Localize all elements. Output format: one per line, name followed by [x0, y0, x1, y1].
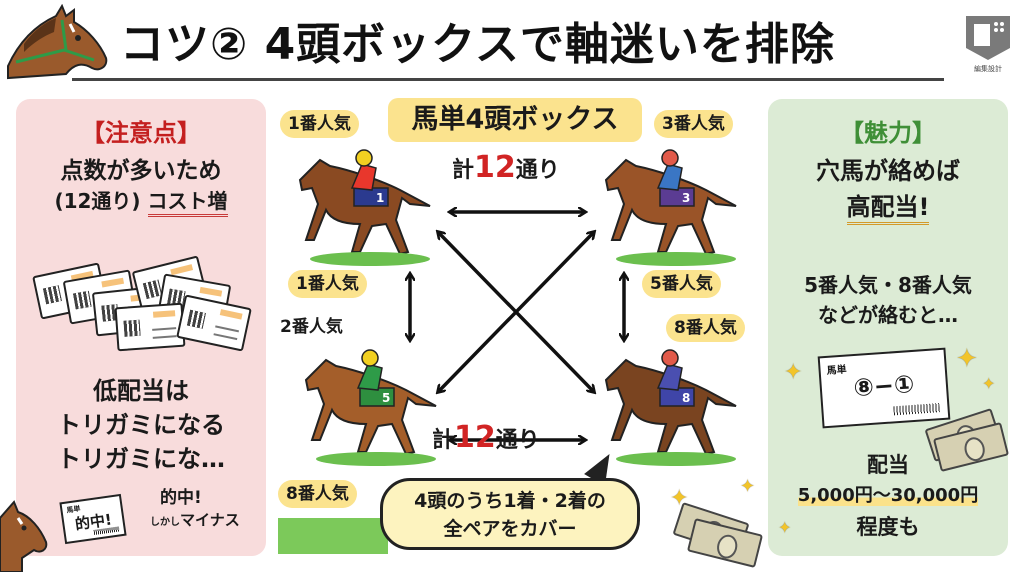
caution-line-4: トリガミになる — [57, 411, 225, 439]
caution-cost-increase: コスト増 — [147, 189, 228, 217]
banknote-icon — [686, 518, 764, 568]
popularity-label-2: 2番人気 — [280, 317, 343, 337]
total-prefix: 計 — [432, 428, 455, 453]
total-combinations-bottom: 計12通り — [432, 420, 540, 455]
grass-strip — [278, 518, 388, 554]
svg-text:3: 3 — [682, 191, 690, 205]
horse-8-illustration: 8 — [596, 340, 746, 466]
box-bet-title: 馬単4頭ボックス — [388, 98, 642, 142]
hit-label: 的中! — [160, 488, 202, 508]
popularity-badge-1-sub: 1番人気 — [288, 270, 367, 298]
total-suffix: 通り — [515, 158, 560, 183]
total-number: 12 — [454, 420, 496, 455]
horse-head-icon — [7, 4, 108, 80]
horse-3-illustration: 3 — [596, 140, 746, 266]
caution-line-1: 点数が多いため — [60, 158, 222, 184]
racehorse-icon: 3 — [604, 149, 737, 256]
book-logo-icon — [966, 16, 1010, 60]
svg-text:8: 8 — [682, 391, 690, 405]
sparkle-icon: ✦ — [740, 476, 756, 497]
popularity-badge-8: 8番人気 — [666, 314, 745, 342]
racehorse-icon: 1 — [298, 149, 431, 256]
total-suffix: 通り — [495, 428, 540, 453]
popularity-badge-3: 3番人気 — [654, 110, 733, 138]
caution-line-5: トリガミにな… — [57, 445, 225, 473]
caution-line-2: (12通り) コスト増 — [16, 185, 266, 217]
appeal-line-3: 5番人気・8番人気 — [804, 273, 972, 297]
svg-text:5: 5 — [382, 391, 390, 405]
minus-prefix: しかし — [150, 517, 180, 528]
ticket-pile — [32, 249, 252, 359]
exacta-ticket: 馬単 ⑧−① — [817, 347, 951, 429]
payout-range: 5,000円〜30,000円 — [768, 481, 1008, 507]
caution-heading: 【注意点】 — [81, 119, 201, 147]
minus-label: マイナス — [180, 511, 240, 529]
total-prefix: 計 — [452, 158, 475, 183]
payout-range-text: 5,000円〜30,000円 — [797, 485, 979, 506]
popularity-badge-5: 5番人気 — [642, 270, 721, 298]
popularity-badge-8-sub: 8番人気 — [278, 480, 357, 508]
total-number: 12 — [474, 150, 516, 185]
appeal-heading: 【魅力】 — [840, 119, 936, 147]
publisher-logo: 編集設計 — [962, 10, 1014, 73]
appeal-line-4: などが絡むと… — [818, 303, 958, 327]
appeal-panel: 【魅力】 穴馬が絡めば 高配当! 5番人気・8番人気 などが絡むと… 配当 5,… — [768, 99, 1008, 556]
caution-count: (12通り) — [54, 189, 141, 213]
horse-1-illustration: 1 — [290, 140, 440, 266]
hit-ticket: 馬単 的中! — [59, 493, 127, 545]
racehorse-icon: 5 — [304, 349, 437, 456]
barcode-icon — [893, 403, 940, 416]
sparkle-icon: ✦ — [670, 486, 689, 511]
popularity-badge-1: 1番人気 — [280, 110, 359, 138]
sparkle-icon: ✦ — [778, 518, 792, 537]
ticket-illustration — [176, 294, 252, 352]
horse-5-illustration: 5 — [296, 340, 446, 466]
pairing-arrows — [380, 190, 650, 450]
svg-text:1: 1 — [376, 191, 384, 205]
sparkle-icon: ✦ — [956, 344, 978, 374]
ticket-illustration — [114, 302, 186, 352]
callout-line-2: 全ペアをカバー — [443, 518, 577, 540]
title-underline — [72, 78, 944, 81]
total-combinations-top: 計12通り — [452, 150, 560, 185]
racehorse-icon: 8 — [604, 349, 737, 456]
arrow-3-5 — [438, 232, 594, 392]
page-title: コツ② 4頭ボックスで軸迷いを排除 — [120, 19, 835, 70]
appeal-line-2: 高配当! — [768, 187, 1008, 225]
coverage-callout: 4頭のうち1着・2着の 全ペアをカバー — [380, 478, 640, 550]
minus-text: しかしマイナス — [150, 509, 240, 530]
payout-label: 配当 — [867, 453, 909, 477]
callout-line-1: 4頭のうち1着・2着の — [414, 490, 606, 512]
caution-line-3: 低配当は — [93, 377, 189, 405]
sparkle-icon: ✦ — [982, 374, 996, 393]
logo-caption: 編集設計 — [974, 65, 1002, 73]
high-payout-text: 高配当! — [846, 193, 930, 225]
horse-peek-icon — [0, 500, 48, 572]
payout-suffix: 程度も — [856, 515, 920, 539]
sparkle-icon: ✦ — [784, 360, 803, 385]
appeal-line-1: 穴馬が絡めば — [816, 157, 960, 185]
caution-panel: 【注意点】 点数が多いため (12通り) コスト増 低配当は トリガミになる ト… — [16, 99, 266, 556]
